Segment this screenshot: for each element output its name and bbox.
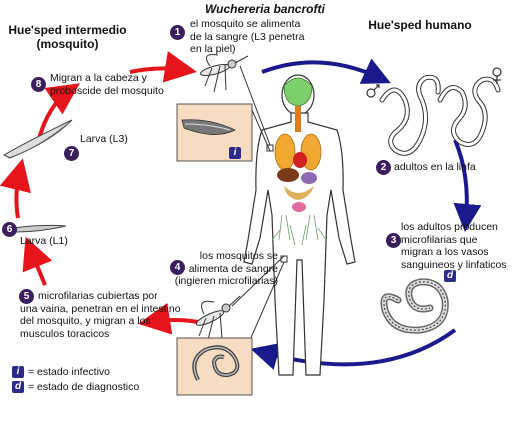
step-3-text: los adultos producen microfilarias que m… — [401, 221, 507, 271]
organs — [274, 77, 322, 212]
step-5-badge: 5 — [19, 289, 34, 304]
microfilaria-sheath-drawing — [380, 278, 449, 334]
step-6-badge: 6 — [2, 222, 17, 237]
step-7-text: Larva (L3) — [80, 133, 128, 145]
infective-stage-badge: i — [229, 147, 241, 159]
step-1-text: el mosquito se alimenta de la sangre (L3… — [190, 18, 305, 55]
step-7-badge: 7 — [64, 146, 79, 161]
diagram-title: Wuchereria bancrofti — [205, 2, 325, 16]
adult-worms-drawing — [379, 74, 501, 156]
l1-larva-drawing — [13, 224, 67, 233]
step-4-text: los mosquitos se alimenta de sangre (ing… — [174, 250, 278, 287]
legend-diagnostic-text: = estado de diagnostico — [28, 381, 140, 393]
lymph-vessels — [271, 214, 327, 246]
legend-diagnostic-icon: d — [12, 381, 24, 393]
step-2-badge: 2 — [376, 160, 391, 175]
male-symbol-icon — [366, 84, 380, 98]
step-2-text: adultos en la linfa — [394, 161, 476, 173]
female-symbol-icon — [492, 67, 502, 84]
step-6-text: Larva (L1) — [20, 235, 68, 247]
diagnostic-stage-badge: d — [444, 270, 456, 282]
step-8-text: Migran a la cabeza y proboscide del mosq… — [50, 72, 164, 97]
blue-arrow-top — [261, 58, 391, 84]
legend-infective-text: = estado infectivo — [28, 366, 111, 378]
step-3-badge: 3 — [386, 233, 401, 248]
step-4-badge: 4 — [170, 260, 185, 275]
red-arrow-4-to-5 — [138, 303, 199, 335]
mosquito-bottom-drawing — [195, 295, 241, 341]
header-intermediate-host: Hue'sped intermedio (mosquito) — [8, 23, 127, 51]
red-arrow-8-to-1 — [129, 51, 197, 83]
step-5-text: microfilarias cubiertas por una vaina, p… — [20, 290, 181, 340]
header-human-host: Hue'sped humano — [368, 18, 472, 32]
red-arrow-6-to-7 — [0, 158, 31, 219]
step-1-badge: 1 — [170, 25, 185, 40]
l3-larva-drawing — [2, 119, 73, 159]
red-arrow-5-to-6 — [22, 236, 53, 286]
step-8-badge: 8 — [31, 77, 46, 92]
blue-arrow-right — [453, 139, 482, 232]
mosquito-top-drawing — [199, 54, 249, 93]
legend-infective-icon: i — [12, 366, 24, 378]
